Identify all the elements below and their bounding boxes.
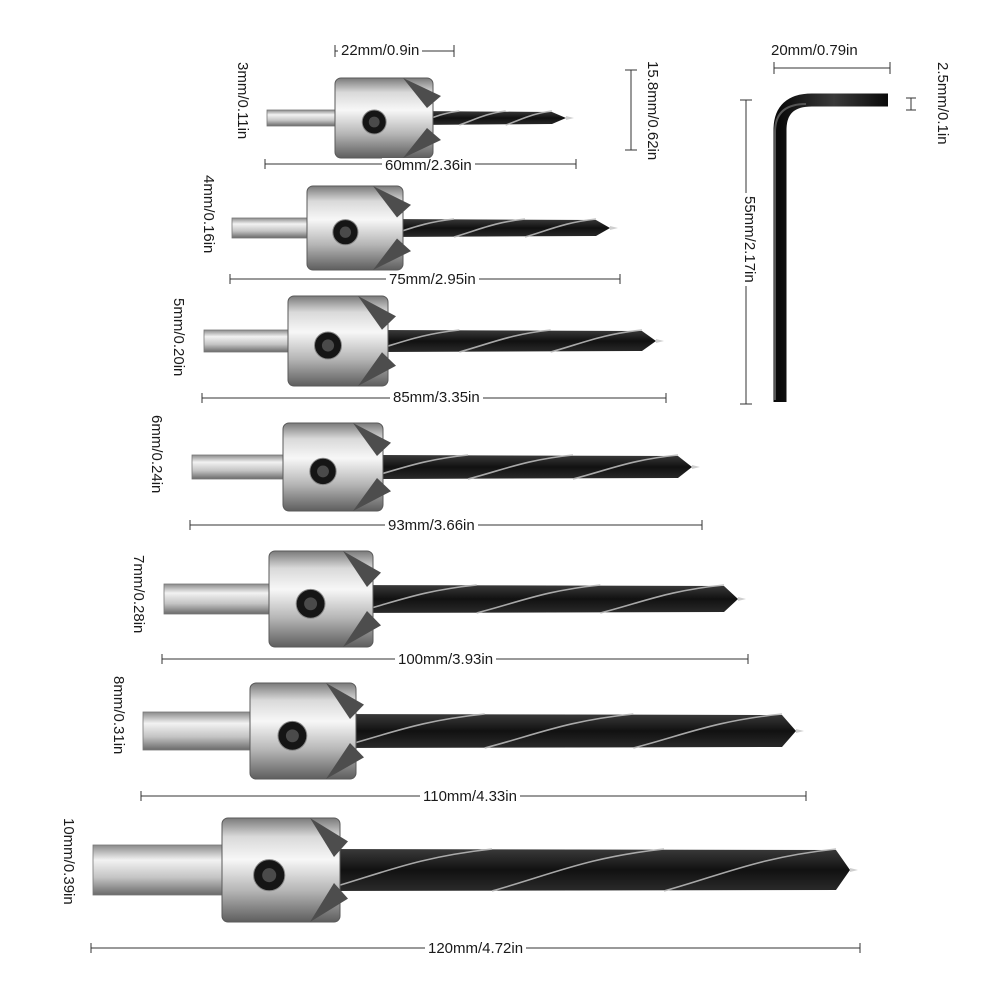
flute-highlight <box>600 584 725 614</box>
drill-flute <box>383 219 610 237</box>
length-label-7mm: 100mm/3.93in <box>395 652 497 668</box>
countersink-bit-6 <box>142 682 804 780</box>
cutter-notch <box>353 478 391 511</box>
length-label-8mm: 110mm/4.33in <box>420 789 520 805</box>
set-screw-socket <box>285 729 299 743</box>
shank <box>163 583 274 615</box>
shank <box>231 217 312 239</box>
drill-flute <box>320 849 850 891</box>
flute-highlight <box>572 454 679 480</box>
cutter-notch <box>358 352 396 386</box>
hex-key-arm-label: 20mm/0.79in <box>768 43 861 59</box>
collar-height-label: 15.8mm/0.62in <box>644 58 661 164</box>
cutter-notch <box>403 128 441 158</box>
flute-highlight <box>663 848 837 892</box>
drill-flute <box>336 714 796 748</box>
set-screw-socket <box>321 339 335 352</box>
countersink-bit-3 <box>203 295 664 387</box>
length-label-5mm: 85mm/3.35in <box>390 390 483 406</box>
cutter-notch <box>373 186 411 218</box>
diameter-label-8mm: 8mm/0.31in <box>110 676 127 755</box>
set-screw-socket <box>304 597 318 611</box>
countersink-bit-4 <box>191 422 700 512</box>
flute-highlight <box>491 848 665 892</box>
diameter-label-7mm: 7mm/0.28in <box>130 555 147 634</box>
set-screw-socket <box>262 868 277 883</box>
cutter-notch <box>326 683 364 719</box>
hex-key-thickness-label: 2.5mm/0.1in <box>934 62 951 145</box>
countersink-bit-5 <box>163 550 746 648</box>
set-screw-socket <box>317 465 329 478</box>
cutter-notch <box>403 78 441 108</box>
diameter-label-10mm: 10mm/0.39in <box>60 818 77 905</box>
cutter-notch <box>326 743 364 779</box>
length-label-3mm: 60mm/2.36in <box>382 158 475 174</box>
flute-highlight <box>524 218 597 238</box>
flute-highlight <box>550 329 643 353</box>
length-label-4mm: 75mm/2.95in <box>386 272 479 288</box>
drill-tip <box>738 597 746 601</box>
flute-highlight <box>484 713 634 749</box>
drill-tip <box>850 868 858 872</box>
countersink-bit-1 <box>266 77 574 159</box>
cutter-notch <box>358 296 396 330</box>
drill-flute <box>353 585 738 613</box>
flute-highlight <box>453 218 526 238</box>
drill-flute <box>363 455 692 479</box>
cutter-notch <box>373 238 411 270</box>
drill-tip <box>566 116 574 120</box>
countersink-bit-2 <box>231 185 618 271</box>
shank <box>92 844 227 896</box>
cutter-notch <box>310 883 348 922</box>
flute-highlight <box>459 110 506 126</box>
cutter-notch <box>353 423 391 456</box>
diameter-label-6mm: 6mm/0.24in <box>148 415 165 494</box>
flute-highlight <box>633 713 783 749</box>
cutter-notch <box>343 611 381 647</box>
shank <box>142 711 255 751</box>
drill-tip <box>692 465 700 469</box>
set-screw-socket <box>368 116 380 128</box>
diameter-label-5mm: 5mm/0.20in <box>170 298 187 377</box>
flute-highlight <box>467 454 574 480</box>
flute-highlight <box>505 110 553 126</box>
flute-highlight <box>459 329 551 353</box>
collar-width-label: 22mm/0.9in <box>338 43 423 59</box>
set-screw-socket <box>339 226 352 238</box>
drill-flute <box>413 111 566 125</box>
cutter-notch <box>310 818 348 857</box>
drill-flute <box>368 330 656 352</box>
cutter-notch <box>343 551 381 587</box>
flute-highlight <box>476 584 601 614</box>
countersink-bit-7 <box>92 817 858 923</box>
length-label-6mm: 93mm/3.66in <box>385 518 478 534</box>
drill-tip <box>656 339 664 343</box>
diameter-label-4mm: 4mm/0.16in <box>200 175 217 254</box>
shank <box>191 454 288 480</box>
shank <box>203 329 293 353</box>
shank <box>266 109 340 127</box>
hex-key <box>773 93 888 402</box>
length-label-10mm: 120mm/4.72in <box>425 941 527 957</box>
drill-tip <box>610 226 618 230</box>
diameter-label-3mm: 3mm/0.11in <box>234 62 251 140</box>
drill-tip <box>796 729 804 733</box>
hex-key-length-label: 55mm/2.17in <box>741 193 758 286</box>
